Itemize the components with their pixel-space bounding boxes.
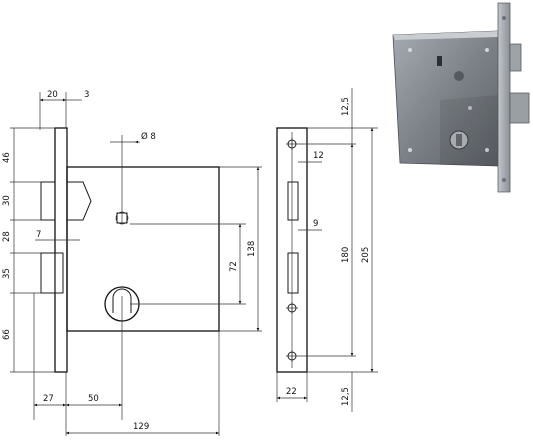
dim-35: 35 <box>2 268 12 279</box>
dim-138: 138 <box>247 241 257 257</box>
bolt-slot <box>287 252 299 294</box>
lock-case <box>66 166 220 332</box>
dim-9: 9 <box>313 219 318 229</box>
latch-slot <box>287 181 299 221</box>
dim-22: 22 <box>286 387 297 397</box>
faceplate-front <box>54 127 68 373</box>
dim-bottom: 27 50 129 <box>33 293 220 436</box>
dim-12-5-bottom: 12,5 <box>341 387 351 406</box>
dim-50: 50 <box>88 394 99 404</box>
dim-faceplate: 12,5 180 205 12,5 12 9 22 <box>276 88 378 412</box>
dim-diameter-8: Ø 8 <box>141 131 156 142</box>
dim-46: 46 <box>2 152 12 163</box>
dim-72: 72 <box>229 261 239 272</box>
mortise-lock-photo <box>392 2 530 193</box>
dim-66: 66 <box>2 329 12 340</box>
dim-205: 205 <box>361 247 371 263</box>
faceplate-view <box>276 127 308 373</box>
dim-30: 30 <box>2 195 12 206</box>
dim-180: 180 <box>341 247 351 263</box>
dim-case-right: 72 138 <box>130 166 262 332</box>
dim-12-5-top: 12,5 <box>341 97 351 116</box>
dim-left: 46 30 28 35 66 7 <box>2 127 80 373</box>
dim-3: 3 <box>84 90 89 100</box>
dim-28: 28 <box>2 231 12 242</box>
dim-follower: Ø 8 <box>110 131 156 144</box>
latch-bevel <box>67 181 92 221</box>
dim-12: 12 <box>313 151 324 161</box>
faceplate <box>276 127 308 373</box>
dim-top: 20 3 <box>39 90 89 130</box>
dead-bolt <box>40 252 64 294</box>
latch-bolt <box>40 181 56 221</box>
dim-27: 27 <box>43 394 54 404</box>
dim-20: 20 <box>47 90 58 100</box>
dim-7: 7 <box>36 230 41 240</box>
lock-front-view <box>40 127 220 420</box>
dim-129: 129 <box>133 422 149 432</box>
